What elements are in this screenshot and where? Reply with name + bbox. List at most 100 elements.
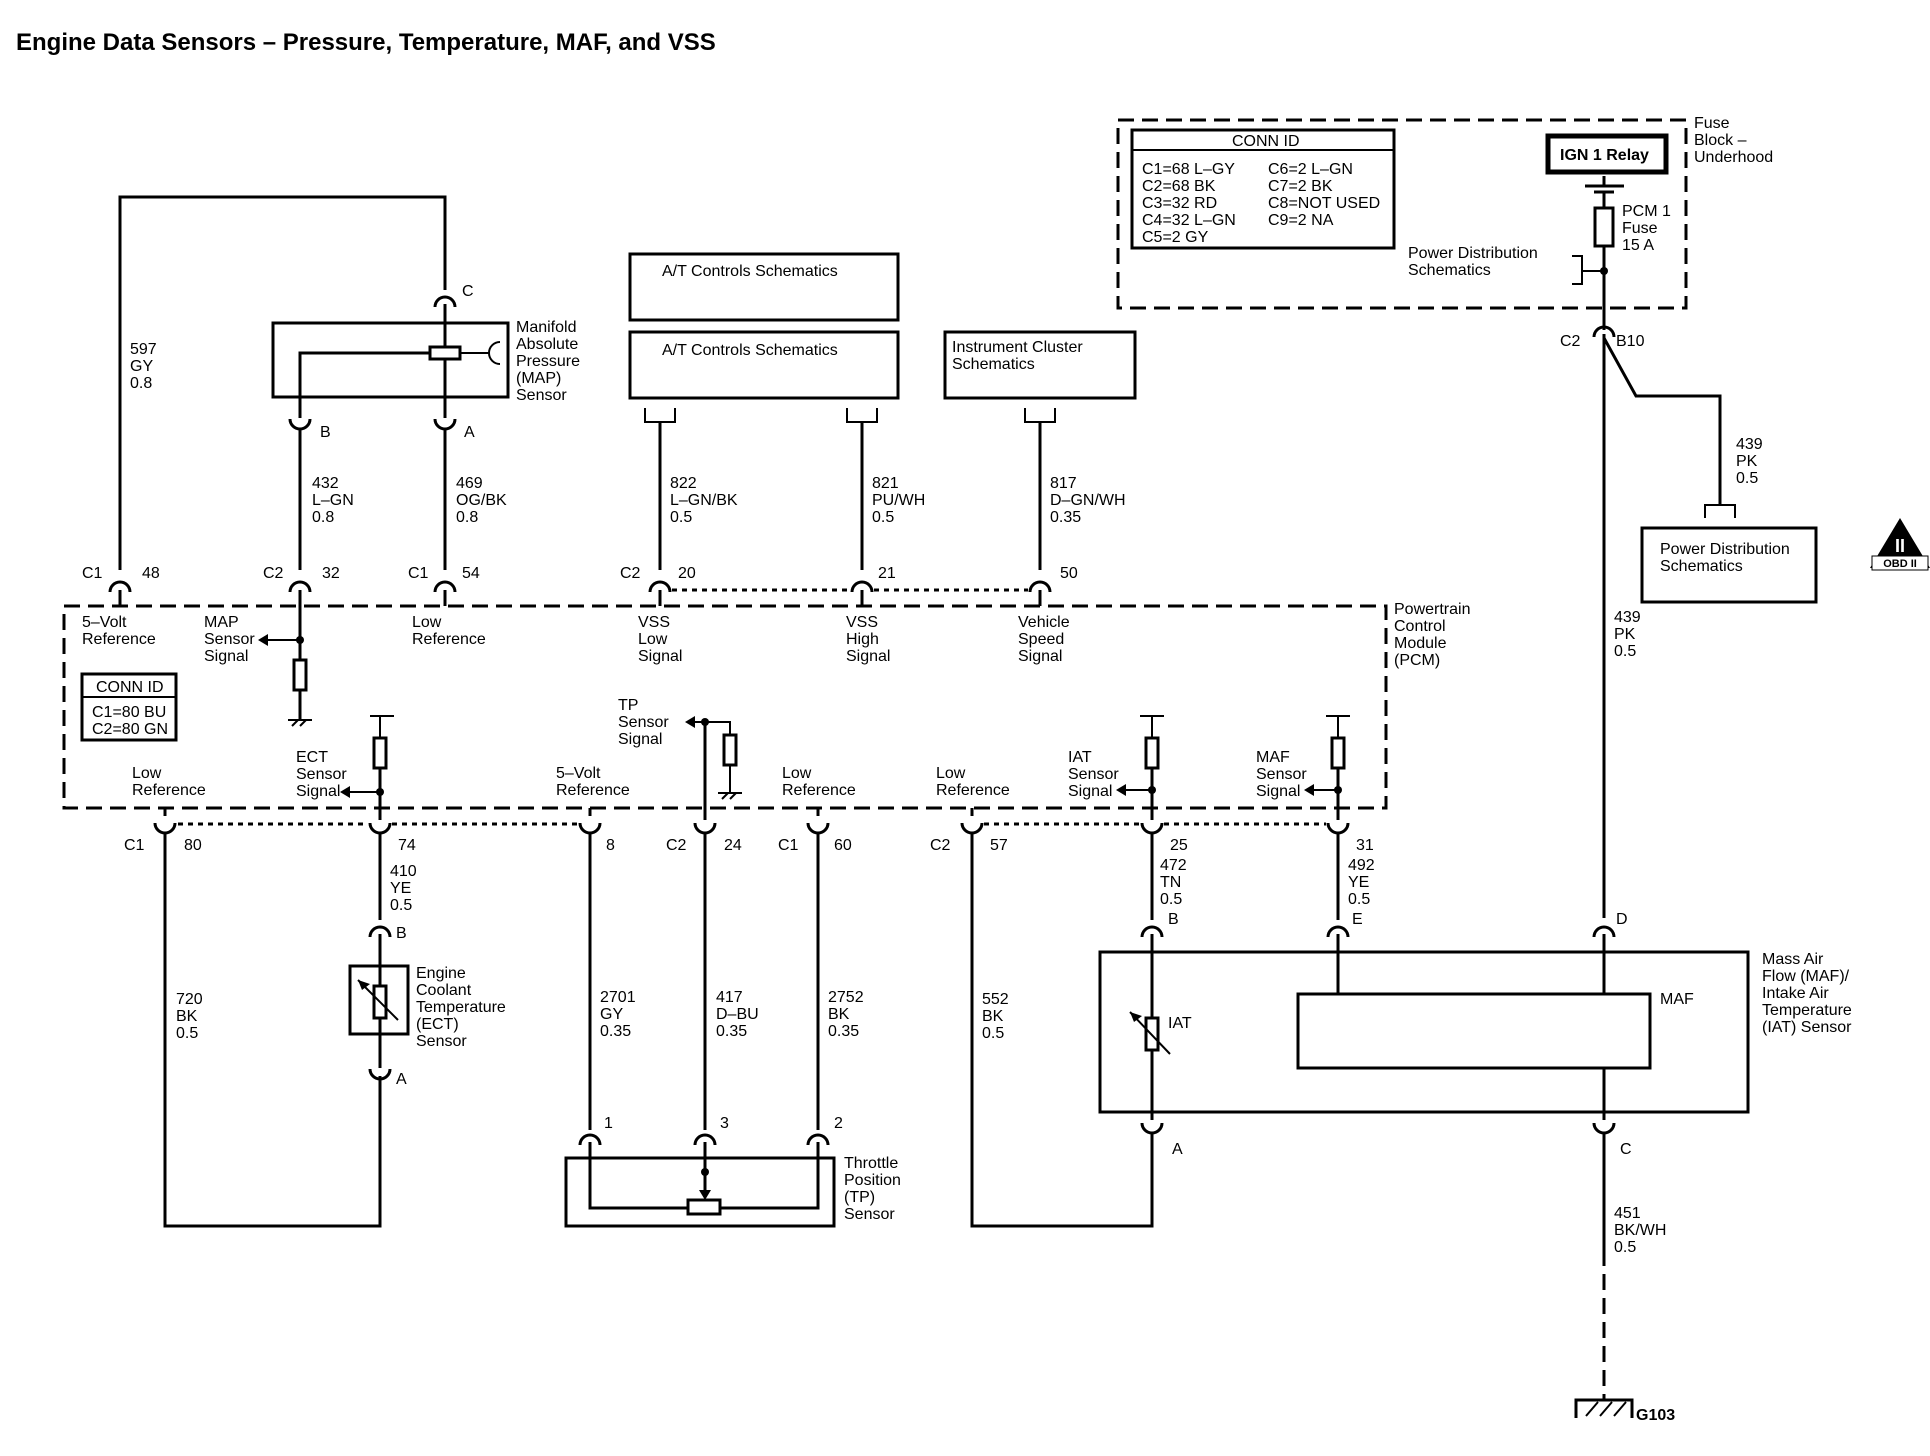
wire-417-label: 417 D–BU 0.35 <box>716 989 763 1040</box>
pcm-label-5v-ref-8: 5–Volt Reference <box>556 765 630 799</box>
map-conn-b <box>288 417 312 431</box>
wire-410-label: 410 YE 0.5 <box>390 863 421 914</box>
maf-pin-b-label: B <box>1168 911 1179 928</box>
wire-597-gy <box>118 195 447 570</box>
pcm-label-low-ref-60: Low Reference <box>782 765 856 799</box>
fuse-power-distribution-ref: Power Distribution Schematics <box>1408 245 1542 279</box>
conn-id-header: CONN ID <box>1232 133 1300 150</box>
pin-c2-20-conn: C2 <box>620 565 641 582</box>
maf-pin-a-label: A <box>1172 1141 1183 1158</box>
pin-54: 54 <box>462 565 480 582</box>
pin-32: 32 <box>322 565 340 582</box>
pcm-label-ect-signal: ECT Sensor Signal <box>296 749 351 800</box>
pcm-conn-id-header: CONN ID <box>96 679 164 696</box>
ground-icon <box>1574 1398 1634 1418</box>
pcm-label-tp-signal: TP Sensor Signal <box>618 697 673 748</box>
conn-id-left: C1=68 L–GY C2=68 BK C3=32 RD C4=32 L–GN … <box>1142 161 1240 246</box>
pin-50: 50 <box>1060 565 1078 582</box>
power-distribution-box <box>1640 526 1818 604</box>
pin-57: 57 <box>990 837 1008 854</box>
at-controls-label-2: A/T Controls Schematics <box>662 342 838 359</box>
maf-sensor-label: Mass Air Flow (MAF)/ Intake Air Temperat… <box>1762 951 1856 1036</box>
instrument-cluster-box <box>943 330 1137 400</box>
tp-pin-1-label: 1 <box>604 1115 613 1132</box>
obd-ii-icon: II OBD II <box>1870 518 1930 571</box>
pin-21: 21 <box>878 565 896 582</box>
ground-label: G103 <box>1636 1407 1675 1424</box>
ect-pin-a-label: A <box>396 1071 407 1088</box>
map-sensor-label: Manifold Absolute Pressure (MAP) Sensor <box>516 319 584 404</box>
pcm-bottom-pins <box>153 808 1350 835</box>
pin-c2-24-conn: C2 <box>666 837 687 854</box>
pcm-label-iat-signal: IAT Sensor Signal <box>1068 749 1123 800</box>
wire-439b-label: 439 PK 0.5 <box>1614 609 1645 660</box>
pin-24: 24 <box>724 837 742 854</box>
ect-pin-b-label: B <box>396 925 407 942</box>
wire-451-label: 451 BK/WH 0.5 <box>1614 1205 1671 1256</box>
ign1-relay-label: IGN 1 Relay <box>1560 147 1649 164</box>
wire-472-label: 472 TN 0.5 <box>1160 857 1191 908</box>
map-pin-b-label: B <box>320 424 331 441</box>
wire-469-label: 469 OG/BK 0.8 <box>456 475 511 526</box>
instrument-cluster-label: Instrument Cluster Schematics <box>952 339 1087 373</box>
pin-80: 80 <box>184 837 202 854</box>
pcm-top-pins <box>108 580 1052 720</box>
svg-text:II: II <box>1895 536 1905 556</box>
maf-element-box <box>1296 992 1652 1070</box>
pcm-label: Powertrain Control Module (PCM) <box>1394 601 1475 669</box>
pcm-conn-id-rows: C1=80 BU C2=80 GN <box>92 704 171 738</box>
wire-552-label: 552 BK 0.5 <box>982 991 1013 1042</box>
at-controls-box-1 <box>628 252 900 322</box>
pin-74: 74 <box>398 837 416 854</box>
fuse-block-label: Fuse Block – Underhood <box>1694 115 1773 166</box>
tp-pin-3-label: 3 <box>720 1115 729 1132</box>
wire-817-label: 817 D–GN/WH 0.35 <box>1050 475 1130 526</box>
maf-pin-d-label: D <box>1616 911 1628 928</box>
maf-conn-c <box>1592 1121 1616 1135</box>
wire-720-label: 720 BK 0.5 <box>176 991 207 1042</box>
wire-552-bk <box>970 832 1154 1228</box>
pcm-label-vss-low: VSS Low Signal <box>638 614 682 665</box>
pin-20: 20 <box>678 565 696 582</box>
tp-pin-2-label: 2 <box>834 1115 843 1132</box>
fuse-conn-pin: B10 <box>1616 333 1645 350</box>
ign1-relay-box <box>1545 133 1669 175</box>
pcm-label-5v-ref-top: 5–Volt Reference <box>82 614 156 648</box>
power-distribution-label: Power Distribution Schematics <box>1660 541 1794 575</box>
wire-720-bk <box>163 832 382 1228</box>
pin-c1-48-conn: C1 <box>82 565 103 582</box>
wire-439-pk-branch <box>1602 337 1722 505</box>
pin-c2-32-conn: C2 <box>263 565 284 582</box>
maf-element-label: MAF <box>1660 991 1694 1008</box>
wire-821-label: 821 PU/WH 0.5 <box>872 475 930 526</box>
conn-id-right: C6=2 L–GN C7=2 BK C8=NOT USED C9=2 NA <box>1268 161 1385 229</box>
map-pin-c-label: C <box>462 283 474 300</box>
map-pin-a-label: A <box>464 424 475 441</box>
pin-31: 31 <box>1356 837 1374 854</box>
maf-pin-e-label: E <box>1352 911 1363 928</box>
wire-432-label: 432 L–GN 0.8 <box>312 475 358 526</box>
wire-2701-label: 2701 GY 0.35 <box>600 989 640 1040</box>
svg-text:OBD II: OBD II <box>1883 558 1917 570</box>
pin-60: 60 <box>834 837 852 854</box>
pcm1-fuse-label: PCM 1 Fuse 15 A <box>1622 203 1675 254</box>
wire-439a-label: 439 PK 0.5 <box>1736 436 1767 487</box>
fuse-conn-label: C2 <box>1560 333 1581 350</box>
iat-element-label: IAT <box>1168 1015 1192 1032</box>
pin-c1-80-conn: C1 <box>124 837 145 854</box>
tp-sensor-box <box>564 1156 836 1228</box>
wire-822-label: 822 L–GN/BK 0.5 <box>670 475 742 526</box>
fuse-block-conn-id-table: CONN ID C1=68 L–GY C2=68 BK C3=32 RD C4=… <box>1130 128 1396 250</box>
pin-8: 8 <box>606 837 615 854</box>
pin-25: 25 <box>1170 837 1188 854</box>
pcm-label-maf-signal: MAF Sensor Signal <box>1256 749 1311 800</box>
pin-48: 48 <box>142 565 160 582</box>
wire-597-label: 597 GY 0.8 <box>130 341 161 392</box>
at-controls-box-2 <box>628 330 900 400</box>
wire-492-label: 492 YE 0.5 <box>1348 857 1379 908</box>
diagram-title: Engine Data Sensors – Pressure, Temperat… <box>16 29 716 56</box>
maf-pin-c-label: C <box>1620 1141 1632 1158</box>
pcm-label-vehicle-speed: Vehicle Speed Signal <box>1018 614 1074 665</box>
pin-c1-60-conn: C1 <box>778 837 799 854</box>
